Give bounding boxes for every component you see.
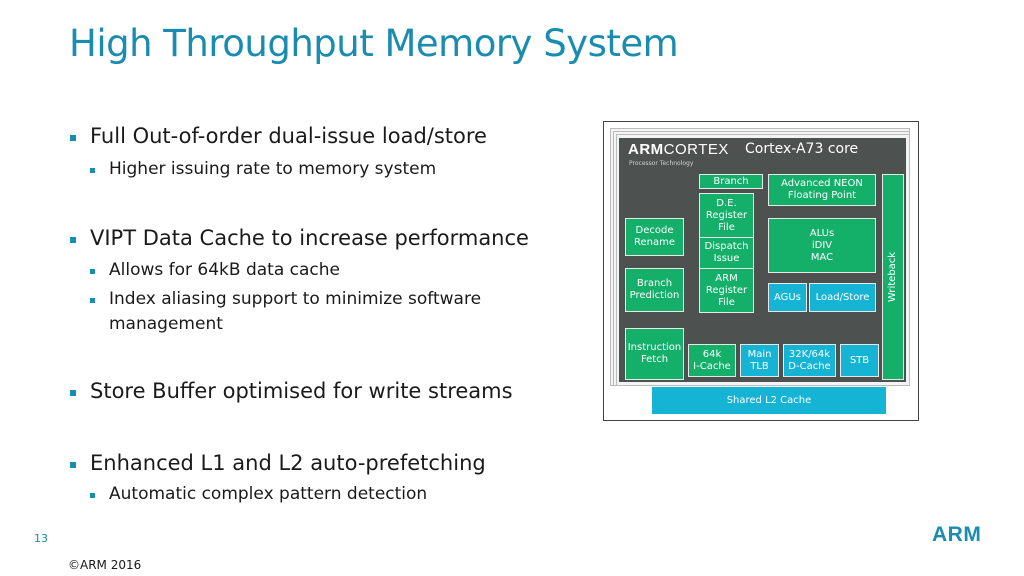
bullet-text: VIPT Data Cache to increase performance xyxy=(90,226,529,250)
bullet-square-icon xyxy=(70,237,76,243)
block-i-cache: 64k I-Cache xyxy=(688,344,736,377)
block-agus: AGUs xyxy=(768,283,807,312)
brand-bold: ARM xyxy=(628,141,664,158)
block-decode-rename: Decode Rename xyxy=(625,218,684,256)
bullet-text: Store Buffer optimised for write streams xyxy=(90,379,513,403)
brand-light: CORTEX xyxy=(663,141,729,158)
block-stb: STB xyxy=(840,344,879,377)
core-name: Cortex-A73 core xyxy=(745,141,859,157)
arm-cortex-logo: ARMCORTEX xyxy=(628,141,729,158)
block-instruction-fetch: Instruction Fetch xyxy=(625,328,684,380)
bullet-square-icon xyxy=(70,390,76,396)
arm-logo: ARM xyxy=(932,523,982,546)
block-main-tlb: Main TLB xyxy=(740,344,779,377)
bullet-square-icon xyxy=(90,269,95,274)
block-load-store: Load/Store xyxy=(809,283,876,312)
bullet-text: Enhanced L1 and L2 auto-prefetching xyxy=(90,451,486,475)
bullet-text: Index aliasing support to minimize softw… xyxy=(109,289,482,309)
block-dispatch-issue: Dispatch Issue xyxy=(699,237,754,269)
bullet-text: Higher issuing rate to memory system xyxy=(109,159,437,179)
bullet-square-icon xyxy=(90,298,95,303)
bullet-text: Full Out-of-order dual-issue load/store xyxy=(90,124,487,148)
block-d-cache: 32K/64k D-Cache xyxy=(783,344,836,377)
bullet-square-icon xyxy=(90,493,95,498)
block-branch: Branch xyxy=(699,174,763,189)
block-alus: ALUs iDIV MAC xyxy=(768,218,876,273)
bullet-text: management xyxy=(109,314,223,334)
block-de-register-file: D.E. Register File xyxy=(699,193,754,238)
block-branch-prediction: Branch Prediction xyxy=(625,268,684,312)
block-advanced-neon: Advanced NEON Floating Point xyxy=(768,174,876,206)
page-number: 13 xyxy=(34,532,48,545)
bullet-text: Allows for 64kB data cache xyxy=(109,260,341,280)
brand-subtitle: Processor Technology xyxy=(629,160,694,167)
copyright: ©ARM 2016 xyxy=(68,558,142,572)
bullet-text: Automatic complex pattern detection xyxy=(109,484,428,504)
block-shared-l2-cache: Shared L2 Cache xyxy=(652,387,886,414)
bullet-square-icon xyxy=(90,168,95,173)
block-arm-register-file: ARM Register File xyxy=(699,268,754,313)
bullet-square-icon xyxy=(70,462,76,468)
slide-title: High Throughput Memory System xyxy=(69,22,679,65)
bullet-square-icon xyxy=(70,135,76,141)
writeback-label: Writeback xyxy=(887,251,899,303)
block-writeback: Writeback xyxy=(882,174,904,380)
